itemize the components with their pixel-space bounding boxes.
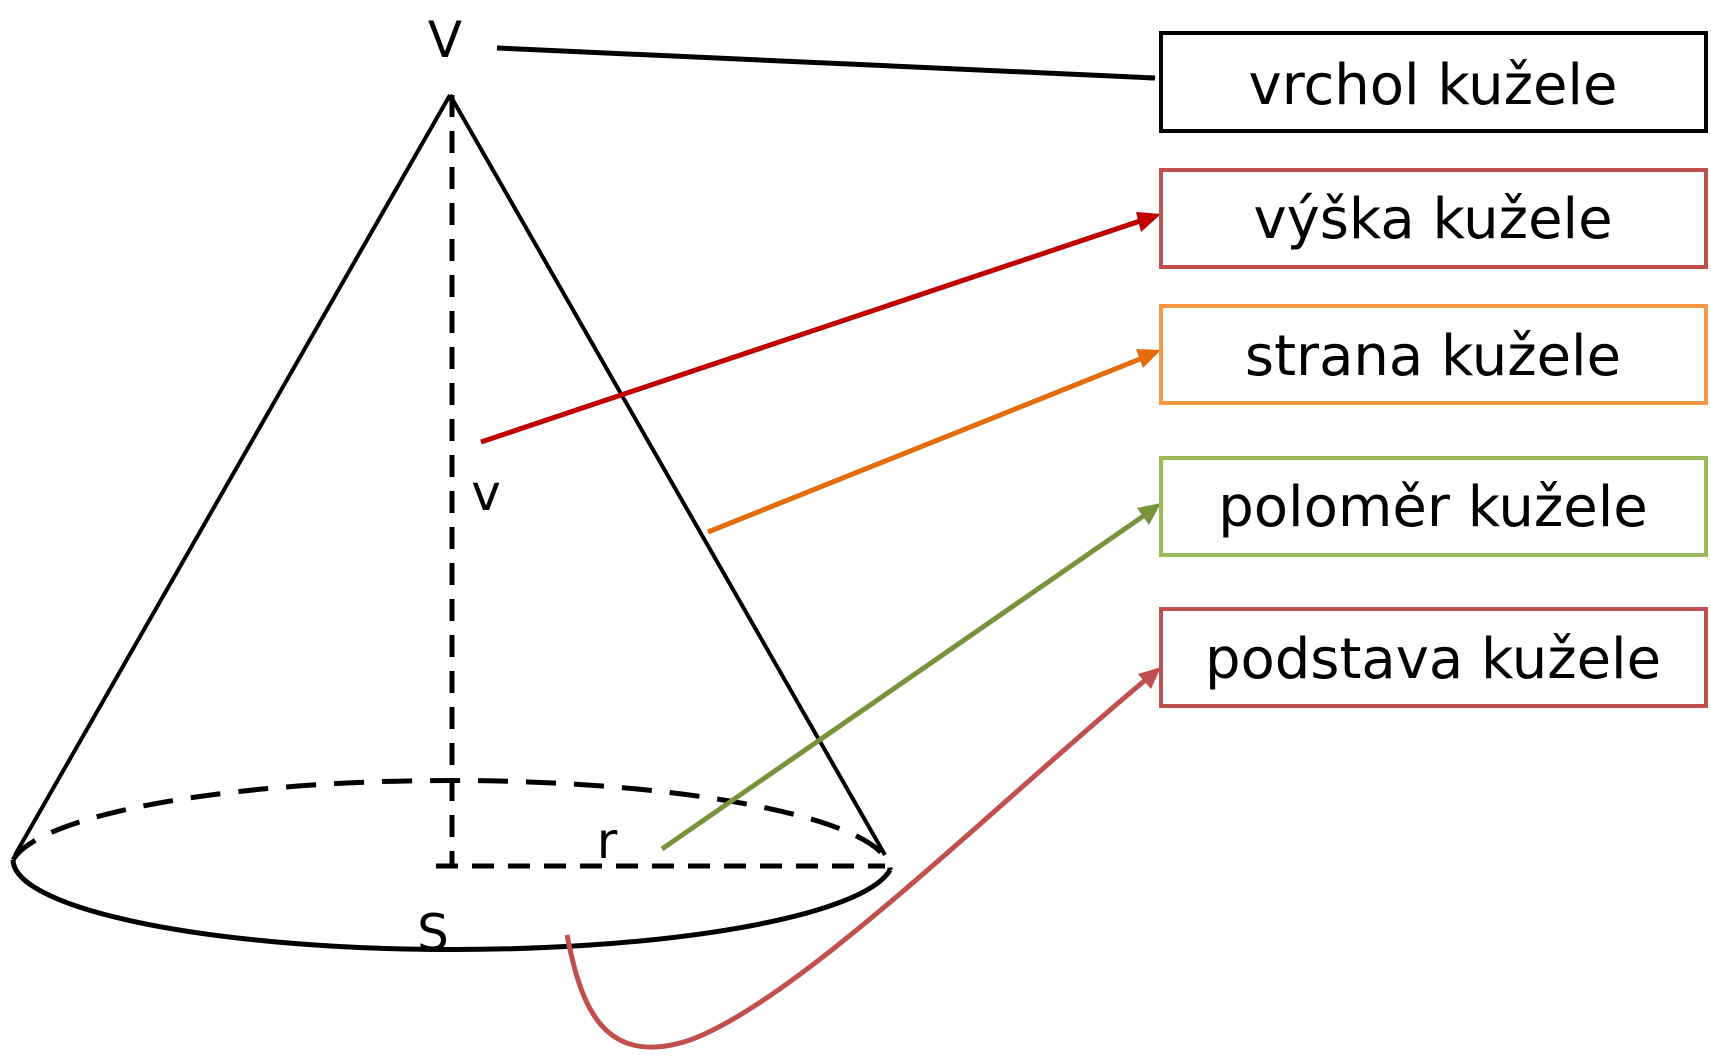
label-box-radius: poloměr kužele bbox=[1159, 456, 1708, 557]
height-point-label: v bbox=[471, 464, 501, 522]
cone-left-side bbox=[13, 94, 452, 856]
side-arrow bbox=[707, 350, 1156, 535]
base-ellipse-front bbox=[10, 859, 893, 953]
base-arrow bbox=[564, 670, 1157, 1050]
label-box-base: podstava kužele bbox=[1159, 607, 1708, 708]
label-side-text: strana kužele bbox=[1245, 324, 1621, 389]
height-arrow bbox=[480, 213, 1156, 445]
label-apex-text: vrchol kužele bbox=[1249, 53, 1618, 118]
cone-right-side bbox=[448, 94, 887, 856]
apex-arrow bbox=[496, 45, 1156, 81]
cone bbox=[10, 94, 893, 953]
label-box-side: strana kužele bbox=[1159, 304, 1708, 405]
center-point-label: S bbox=[417, 904, 449, 962]
radius-arrow bbox=[660, 505, 1157, 852]
side-arrowhead bbox=[1136, 349, 1161, 368]
label-box-apex: vrchol kužele bbox=[1159, 31, 1708, 133]
label-box-height: výška kužele bbox=[1159, 168, 1708, 269]
radius-point-label: r bbox=[597, 812, 618, 870]
radius-arrowhead bbox=[1137, 503, 1161, 525]
label-radius-text: poloměr kužele bbox=[1218, 475, 1648, 540]
pointer-arrows bbox=[480, 45, 1161, 1050]
base-arrowhead bbox=[1138, 667, 1161, 689]
apex-point-label: V bbox=[428, 11, 462, 69]
label-base-text: podstava kužele bbox=[1205, 627, 1661, 692]
label-height-text: výška kužele bbox=[1253, 187, 1612, 252]
height-arrowhead bbox=[1136, 212, 1161, 232]
